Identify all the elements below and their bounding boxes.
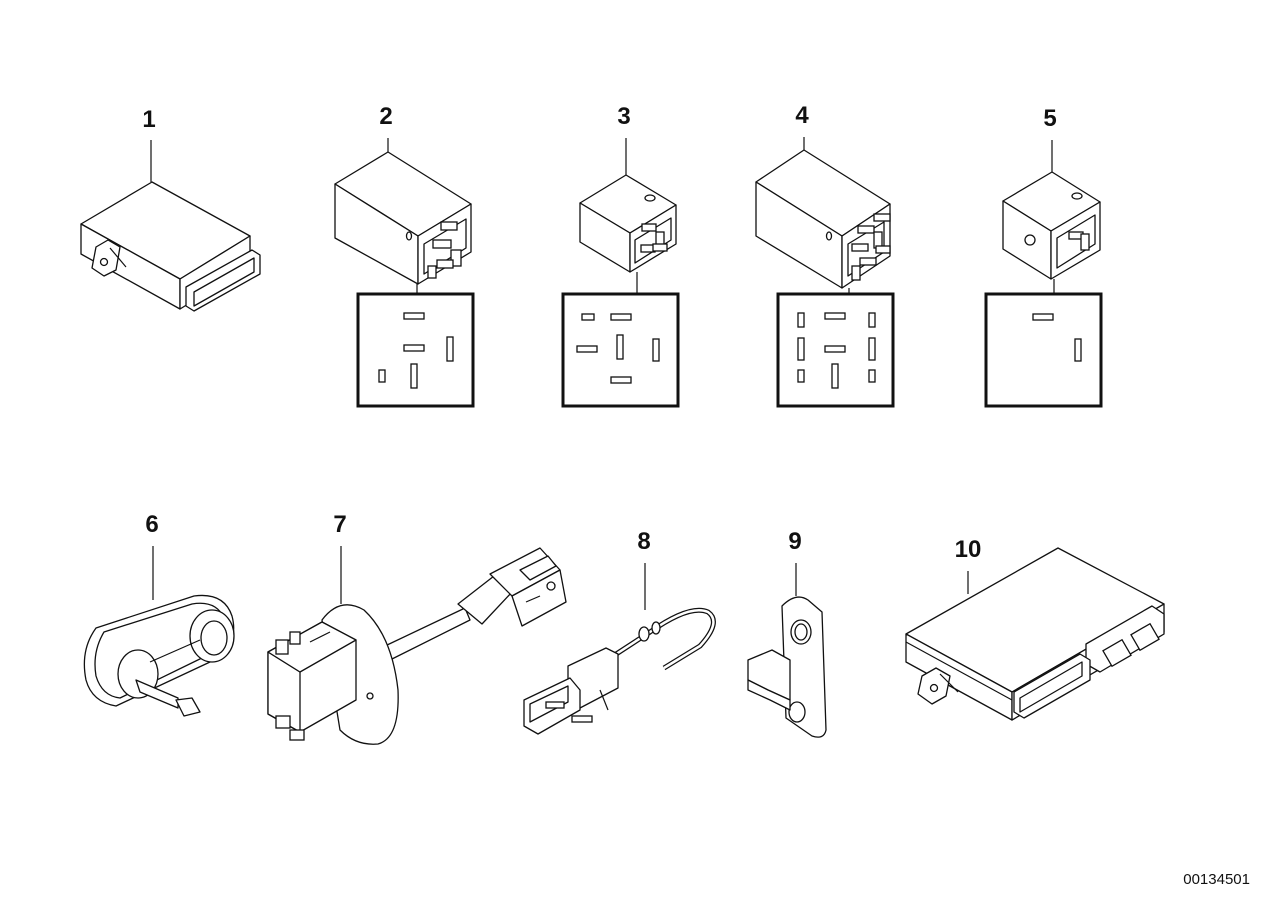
callout-9: 9 — [788, 528, 801, 555]
bracket-9-drawing — [747, 596, 827, 738]
callout-4: 4 — [795, 102, 809, 129]
part-1-control-unit[interactable]: 1 — [80, 106, 261, 312]
sensor-8-drawing — [523, 607, 716, 735]
callout-2: 2 — [379, 103, 392, 130]
part-6-push-switch[interactable]: 6 — [83, 511, 235, 717]
part-8-sensor-with-cable[interactable]: 8 — [523, 528, 716, 735]
callout-8: 8 — [637, 528, 650, 555]
part-4-relay[interactable]: 4 — [755, 102, 895, 408]
relay-4-drawing — [755, 149, 895, 408]
part-7-switch-with-cable[interactable]: 7 — [267, 511, 567, 745]
part-2-relay[interactable]: 2 — [334, 103, 475, 408]
callout-7: 7 — [333, 511, 346, 538]
part-5-relay[interactable]: 5 — [984, 105, 1103, 408]
part-9-bracket[interactable]: 9 — [747, 528, 827, 738]
pinout-5 — [984, 292, 1103, 408]
part-3-relay[interactable]: 3 — [561, 103, 680, 408]
callout-3: 3 — [617, 103, 630, 130]
part-10-control-module[interactable]: 10 — [905, 536, 1165, 721]
relay-3-drawing — [561, 174, 680, 408]
document-id: 00134501 — [1183, 871, 1250, 888]
control-unit-1-drawing — [80, 181, 261, 312]
switch-7-drawing — [267, 547, 567, 745]
push-switch-6-drawing — [83, 594, 235, 717]
callout-1: 1 — [142, 106, 155, 133]
relay-5-drawing — [984, 171, 1103, 408]
control-module-10-drawing — [905, 547, 1165, 721]
relay-2-drawing — [334, 151, 475, 408]
callout-10: 10 — [955, 536, 982, 563]
callout-5: 5 — [1043, 105, 1056, 132]
callout-6: 6 — [145, 511, 158, 538]
